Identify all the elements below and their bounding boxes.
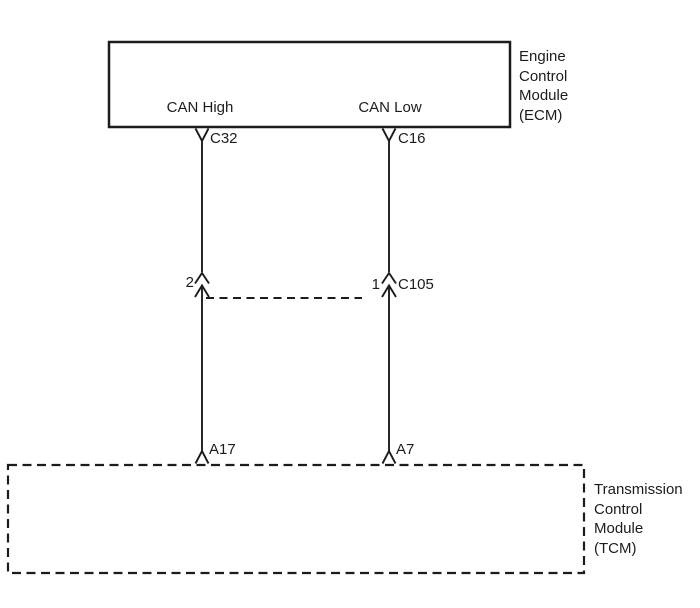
ecm-connector-y-icon bbox=[381, 128, 397, 144]
tcm-pin-a17-label: A17 bbox=[209, 441, 236, 458]
can-high-wire bbox=[194, 128, 210, 464]
tcm-pin-a7-label: A7 bbox=[396, 441, 415, 458]
inline-pin-2-label: 2 bbox=[185, 274, 194, 291]
ecm-connector-y-icon bbox=[194, 128, 210, 144]
inline-connector-c105-label: C105 bbox=[398, 276, 434, 293]
can-low-wire bbox=[381, 128, 397, 464]
inline-connector-female-icon bbox=[194, 271, 210, 285]
tcm-connector-y-icon bbox=[194, 448, 210, 464]
can-low-signal-label: CAN Low bbox=[358, 99, 422, 116]
ecm-pin-c32-label: C32 bbox=[210, 130, 238, 147]
tcm-box bbox=[6, 463, 586, 575]
tcm-module-label: Transmission Control Module (TCM) bbox=[594, 481, 683, 557]
tcm-connector-y-icon bbox=[381, 448, 397, 464]
ecm-module-label: Engine Control Module (ECM) bbox=[519, 48, 569, 124]
inline-connector-female-icon bbox=[381, 271, 397, 285]
ecm-pin-c16-label: C16 bbox=[398, 130, 426, 147]
inline-pin-1-label: 1 bbox=[371, 276, 380, 293]
can-high-signal-label: CAN High bbox=[166, 99, 234, 116]
ecm-box bbox=[107, 40, 512, 129]
